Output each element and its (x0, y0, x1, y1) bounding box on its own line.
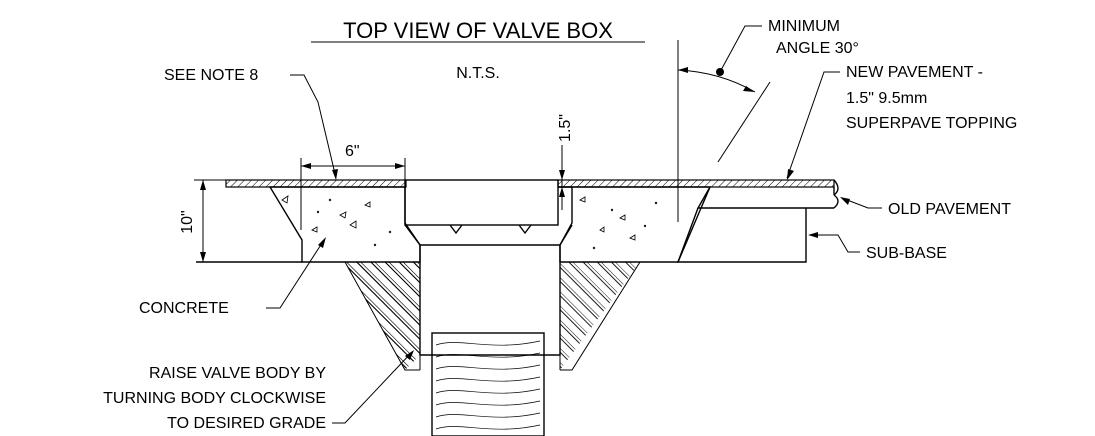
callout-raise-valve: RAISE VALVE BODY BY TURNING BODY CLOCKWI… (103, 350, 414, 432)
sub-base-layer (676, 207, 807, 263)
concrete-speckle (281, 195, 658, 250)
soil-hatch (345, 262, 640, 370)
scale-note: N.T.S. (456, 65, 500, 82)
raise-valve-line3: TO DESIRED GRADE (167, 415, 326, 432)
dim-1-5-label: 1.5" (557, 114, 574, 142)
new-pavement-line3: SUPERPAVE TOPPING (846, 115, 1017, 132)
minimum-angle-indicator: MINIMUM ANGLE 30° (677, 18, 859, 222)
callout-see-note: SEE NOTE 8 (164, 67, 338, 180)
callout-old-pavement: OLD PAVEMENT (840, 197, 1011, 218)
old-pavement-layer (696, 186, 839, 209)
concrete-collar-right (558, 186, 712, 263)
title-block: TOP VIEW OF VALVE BOX N.T.S. (311, 18, 645, 82)
dimension-1-5-inch: 1.5" (557, 114, 574, 210)
raise-valve-line1: RAISE VALVE BODY BY (149, 365, 326, 382)
callout-new-pavement: NEW PAVEMENT - 1.5" 9.5mm SUPERPAVE TOPP… (786, 64, 1017, 180)
sub-base-label: SUB-BASE (866, 245, 947, 262)
callout-concrete: CONCRETE (139, 237, 326, 317)
see-note-label: SEE NOTE 8 (164, 67, 258, 84)
min-angle-label-line1: MINIMUM (768, 18, 840, 35)
min-angle-label-line2: ANGLE 30° (776, 40, 859, 57)
dim-6-label: 6" (345, 143, 360, 160)
new-pavement-line2: 1.5" 9.5mm (846, 90, 927, 107)
drawing-title: TOP VIEW OF VALVE BOX (343, 18, 613, 43)
dimension-10-inch: 10" (179, 179, 226, 262)
new-pavement-line1: NEW PAVEMENT - (846, 64, 983, 81)
callout-sub-base: SUB-BASE (808, 232, 947, 262)
dimension-6-inch: 6" (300, 143, 406, 230)
raise-valve-line2: TURNING BODY CLOCKWISE (103, 390, 326, 407)
concrete-label: CONCRETE (139, 300, 229, 317)
valve-body (431, 332, 545, 436)
concrete-collar-left (268, 186, 421, 263)
dim-10-label: 10" (179, 210, 196, 233)
valve-box (404, 179, 573, 356)
old-pavement-label: OLD PAVEMENT (888, 201, 1011, 218)
excavation-outline (344, 261, 641, 371)
